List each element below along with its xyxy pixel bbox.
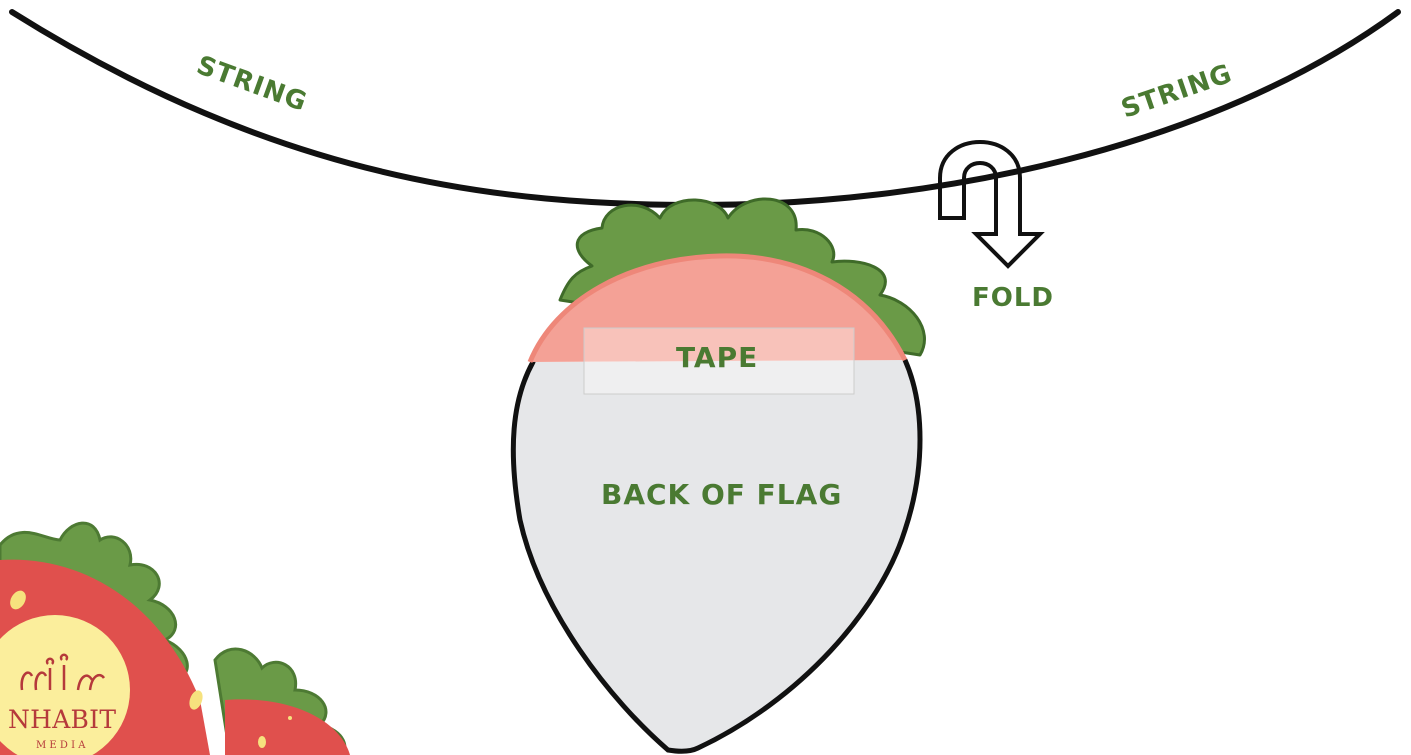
logo-text: NHABIT: [8, 705, 116, 734]
seed-icon: [288, 716, 292, 720]
seed-icon: [258, 736, 266, 748]
string-label-left: STRING: [193, 50, 312, 118]
string-line: [12, 12, 1398, 205]
string-label-right: STRING: [1118, 59, 1237, 125]
fold-arrow-icon: [940, 142, 1040, 266]
fold-label: FOLD: [972, 283, 1054, 313]
logo-subtext: M E D I A: [36, 740, 86, 751]
flag-body: [513, 360, 920, 750]
back-of-flag-label: BACK OF FLAG: [601, 478, 842, 511]
strawberry-flag: [513, 199, 925, 751]
tape-label: TAPE: [676, 341, 758, 374]
decorative-berry-2-icon: [225, 699, 350, 755]
